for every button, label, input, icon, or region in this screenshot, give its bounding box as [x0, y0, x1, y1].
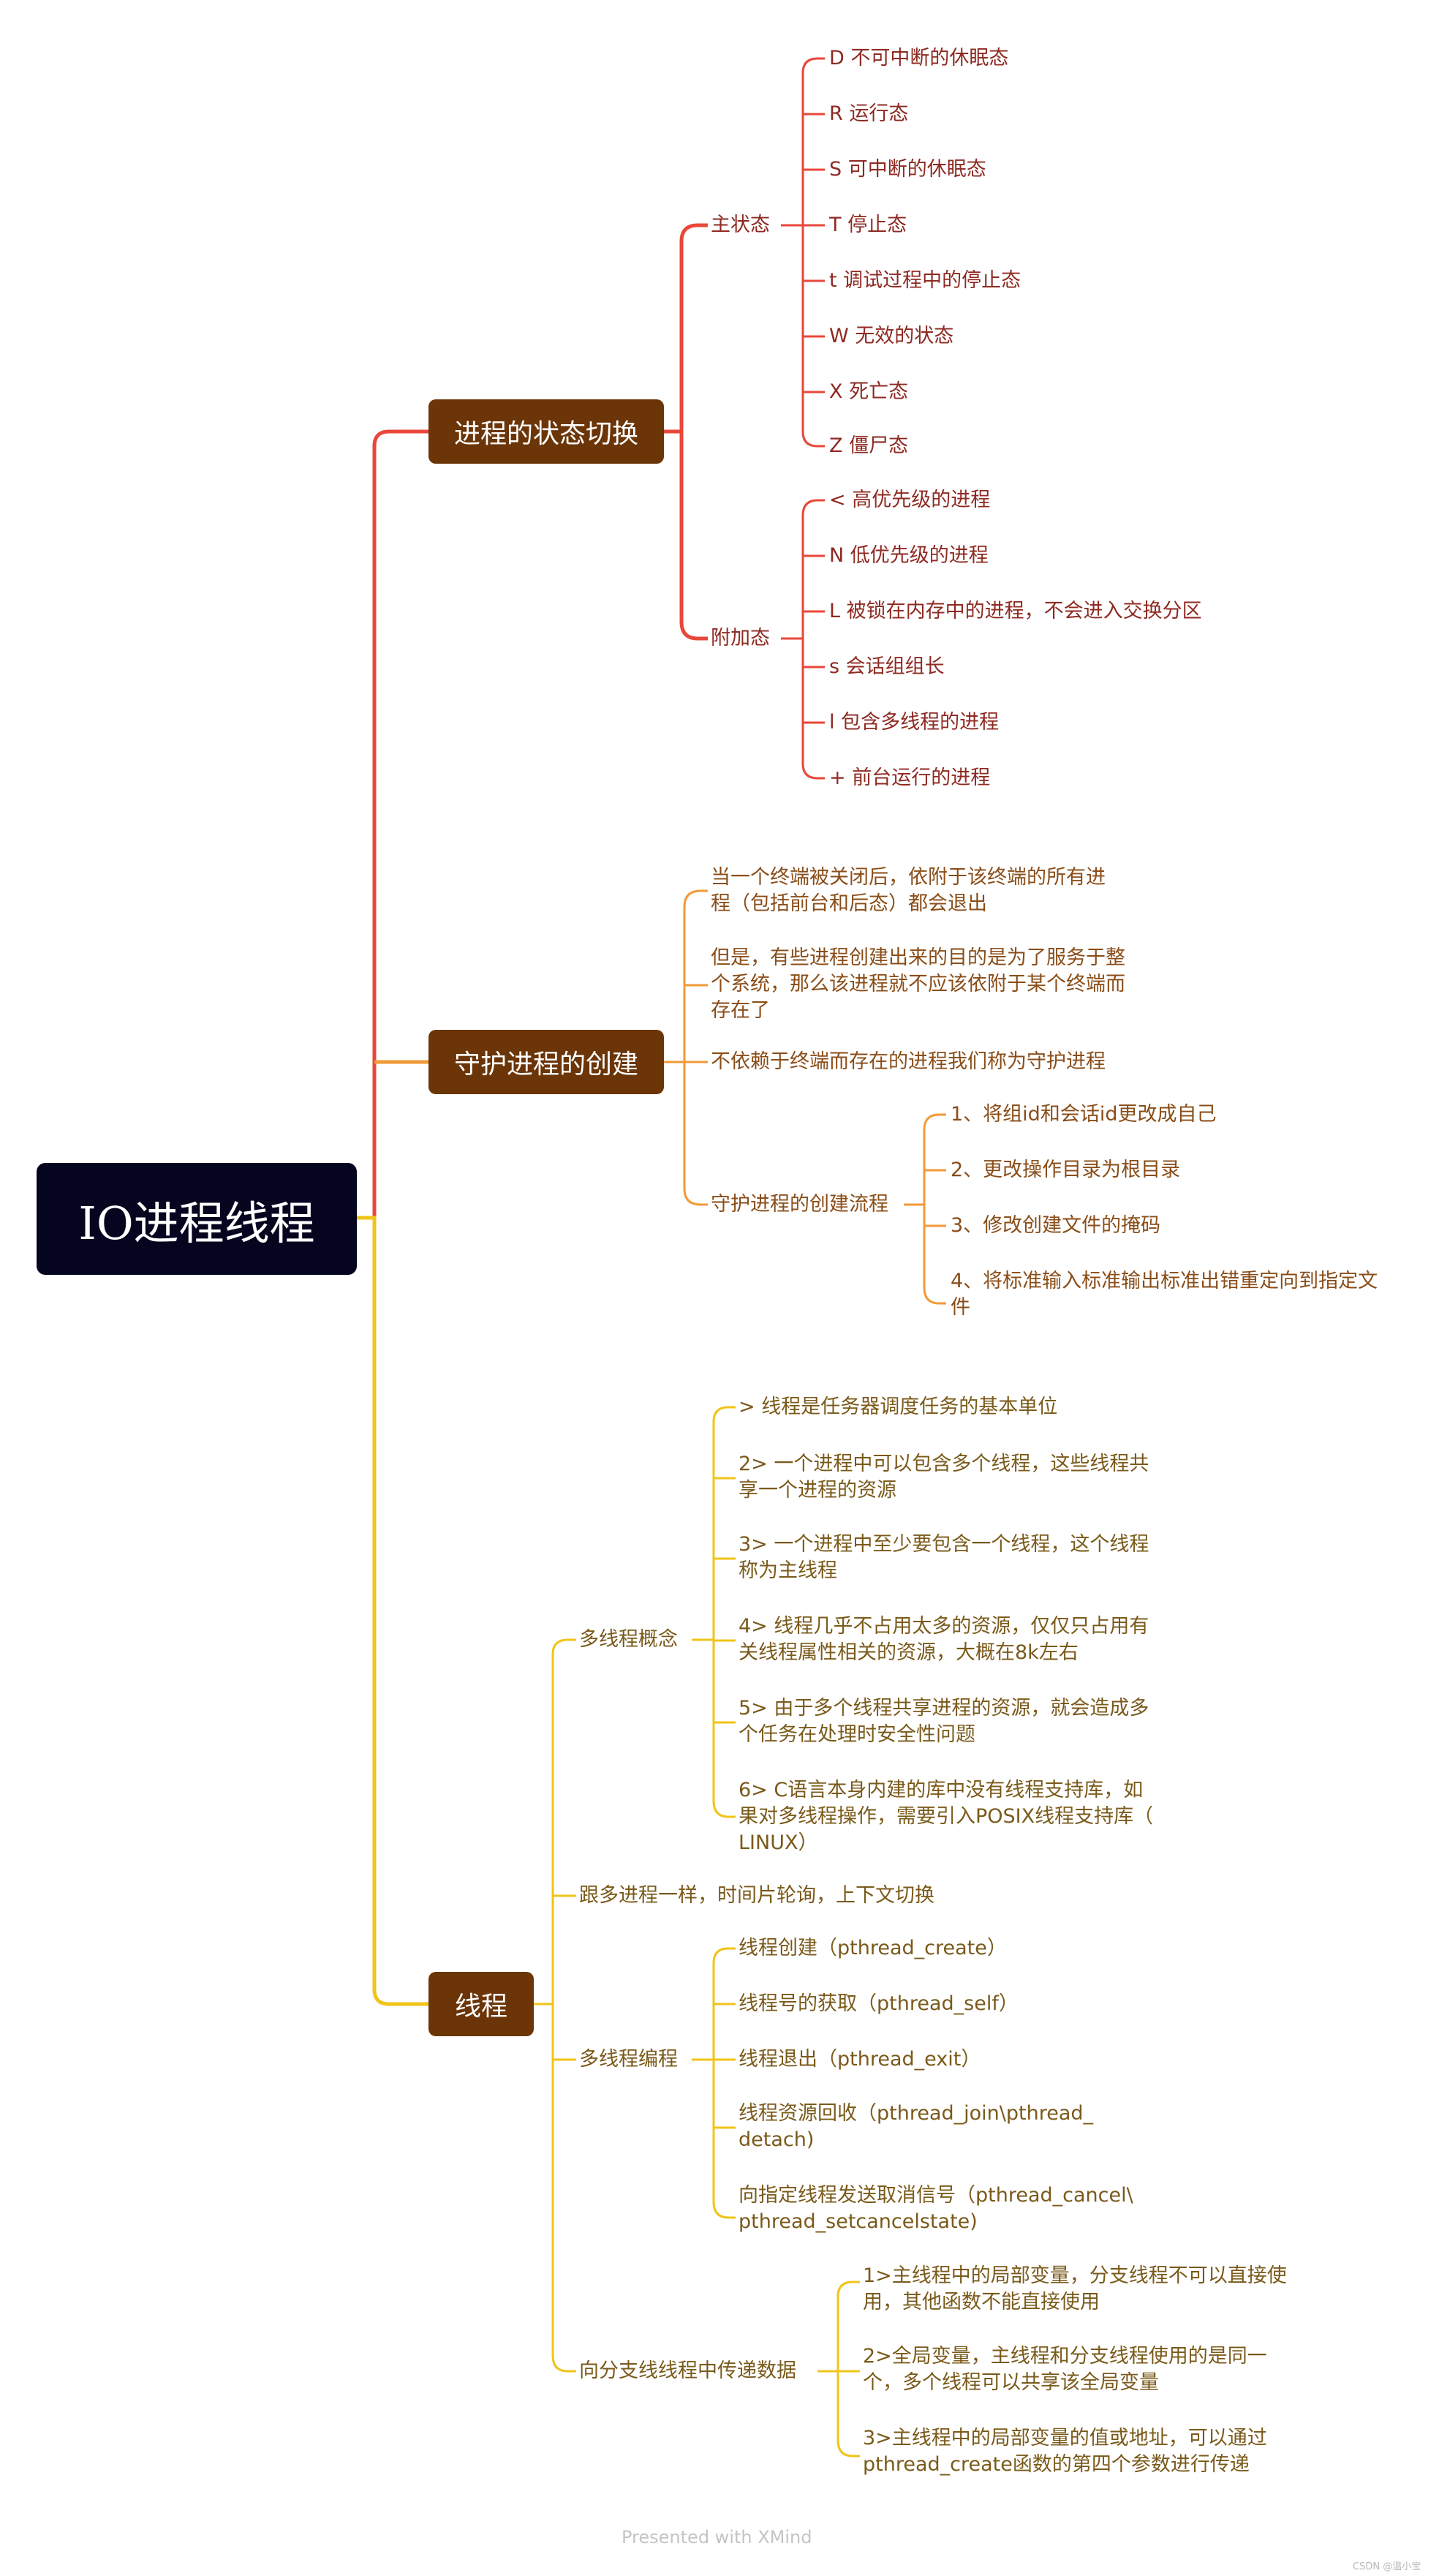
state-item[interactable]: R 运行态	[829, 102, 909, 125]
root-topic[interactable]: IO进程线程	[37, 1163, 357, 1275]
extra-state-item[interactable]: N 低优先级的进程	[829, 544, 989, 567]
topic-daemon-create[interactable]: 守护进程的创建	[428, 1030, 664, 1094]
extra-state-item[interactable]: s 会话组组长	[829, 655, 945, 678]
topic-thread[interactable]: 线程	[428, 1972, 534, 2036]
extra-state-item[interactable]: l 包含多线程的进程	[829, 711, 1000, 734]
state-item[interactable]: D 不可中断的休眠态	[829, 47, 1009, 69]
csdn-watermark: CSDN @温小宝	[1353, 2561, 1421, 2572]
connector-daemon-flow	[904, 1113, 946, 1305]
connector-daemon-sub	[664, 889, 708, 1206]
thread-prog-item[interactable]: 线程资源回收（pthread_join\pthread_ detach)	[739, 2102, 1094, 2151]
subtopic-extra-state[interactable]: 附加态	[711, 627, 770, 649]
state-item[interactable]: Z 僵尸态	[829, 434, 909, 457]
connector-thread-pass	[817, 2281, 860, 2458]
extra-state-item[interactable]: + 前台运行的进程	[829, 767, 991, 789]
thread-prog-item[interactable]: 线程号的获取（pthread_self）	[739, 1992, 1019, 2015]
connector-thread-concept	[692, 1406, 736, 1818]
daemon-flow-item[interactable]: 2、更改操作目录为根目录	[951, 1159, 1181, 1181]
daemon-item[interactable]: 当一个终端被关闭后，依附于该终端的所有进 程（包括前台和后态）都会退出	[711, 866, 1106, 915]
extra-state-item[interactable]: L 被锁在内存中的进程，不会进入交换分区	[829, 600, 1202, 622]
subtopic-thread-like-process[interactable]: 跟多进程一样，时间片轮询，上下文切换	[579, 1884, 934, 1907]
connector-state-sub	[664, 223, 708, 641]
thread-prog-item[interactable]: 线程创建（pthread_create）	[739, 1937, 1007, 1959]
subtopic-thread-programming[interactable]: 多线程编程	[579, 2048, 678, 2071]
state-item[interactable]: X 死亡态	[829, 380, 909, 403]
subtopic-daemon-flow[interactable]: 守护进程的创建流程	[711, 1193, 888, 1216]
topic-process-state[interactable]: 进程的状态切换	[428, 399, 664, 464]
state-item[interactable]: t 调试过程中的停止态	[829, 269, 1021, 292]
thread-concept-item[interactable]: > 线程是任务器调度任务的基本单位	[739, 1396, 1058, 1418]
thread-concept-item[interactable]: 5> 由于多个线程共享进程的资源，就会造成多 个任务在处理时安全性问题	[739, 1697, 1149, 1746]
thread-pass-item[interactable]: 3>主线程中的局部变量的值或地址，可以通过 pthread_create函数的第…	[863, 2427, 1267, 2476]
thread-prog-item[interactable]: 向指定线程发送取消信号（pthread_cancel\ pthread_setc…	[739, 2184, 1133, 2233]
thread-concept-item[interactable]: 6> C语言本身内建的库中没有线程支持库，如 果对多线程操作，需要引入POSIX…	[739, 1779, 1154, 1854]
connector-root-state	[357, 429, 428, 1220]
thread-concept-item[interactable]: 4> 线程几乎不占用太多的资源，仅仅只占用有 关线程属性相关的资源，大概在8k左…	[739, 1615, 1149, 1664]
daemon-item[interactable]: 不依赖于终端而存在的进程我们称为守护进程	[711, 1050, 1106, 1073]
extra-state-item[interactable]: < 高优先级的进程	[829, 489, 991, 511]
connector-thread-sub	[534, 1638, 576, 2373]
thread-concept-item[interactable]: 2> 一个进程中可以包含多个线程，这些线程共 享一个进程的资源	[739, 1453, 1149, 1502]
daemon-flow-item[interactable]: 4、将标准输入标准输出标准出错重定向到指定文 件	[951, 1270, 1378, 1319]
state-item[interactable]: W 无效的状态	[829, 325, 954, 347]
thread-pass-item[interactable]: 2>全局变量，主线程和分支线程使用的是同一 个，多个线程可以共享该全局变量	[863, 2345, 1267, 2394]
thread-prog-item[interactable]: 线程退出（pthread_exit）	[739, 2048, 981, 2071]
state-item[interactable]: S 可中断的休眠态	[829, 158, 986, 181]
subtopic-thread-concept[interactable]: 多线程概念	[579, 1628, 678, 1651]
connector-thread-prog	[692, 1947, 736, 2219]
state-item[interactable]: T 停止态	[829, 214, 907, 236]
connector-root-thread	[357, 1216, 428, 2006]
thread-pass-item[interactable]: 1>主线程中的局部变量，分支线程不可以直接使 用，其他函数不能直接使用	[863, 2264, 1287, 2313]
daemon-flow-item[interactable]: 1、将组id和会话id更改成自己	[951, 1103, 1217, 1126]
daemon-item[interactable]: 但是，有些进程创建出来的目的是为了服务于整 个系统，那么该进程就不应该依附于某个…	[711, 946, 1125, 1022]
subtopic-thread-pass-data[interactable]: 向分支线线程中传递数据	[579, 2360, 796, 2382]
connector-extra-states	[781, 499, 825, 780]
subtopic-main-state[interactable]: 主状态	[711, 214, 770, 236]
daemon-flow-item[interactable]: 3、修改创建文件的掩码	[951, 1214, 1161, 1237]
thread-concept-item[interactable]: 3> 一个进程中至少要包含一个线程，这个线程 称为主线程	[739, 1533, 1149, 1582]
presented-with-xmind: Presented with XMind	[622, 2527, 812, 2547]
connector-main-states	[781, 57, 825, 448]
